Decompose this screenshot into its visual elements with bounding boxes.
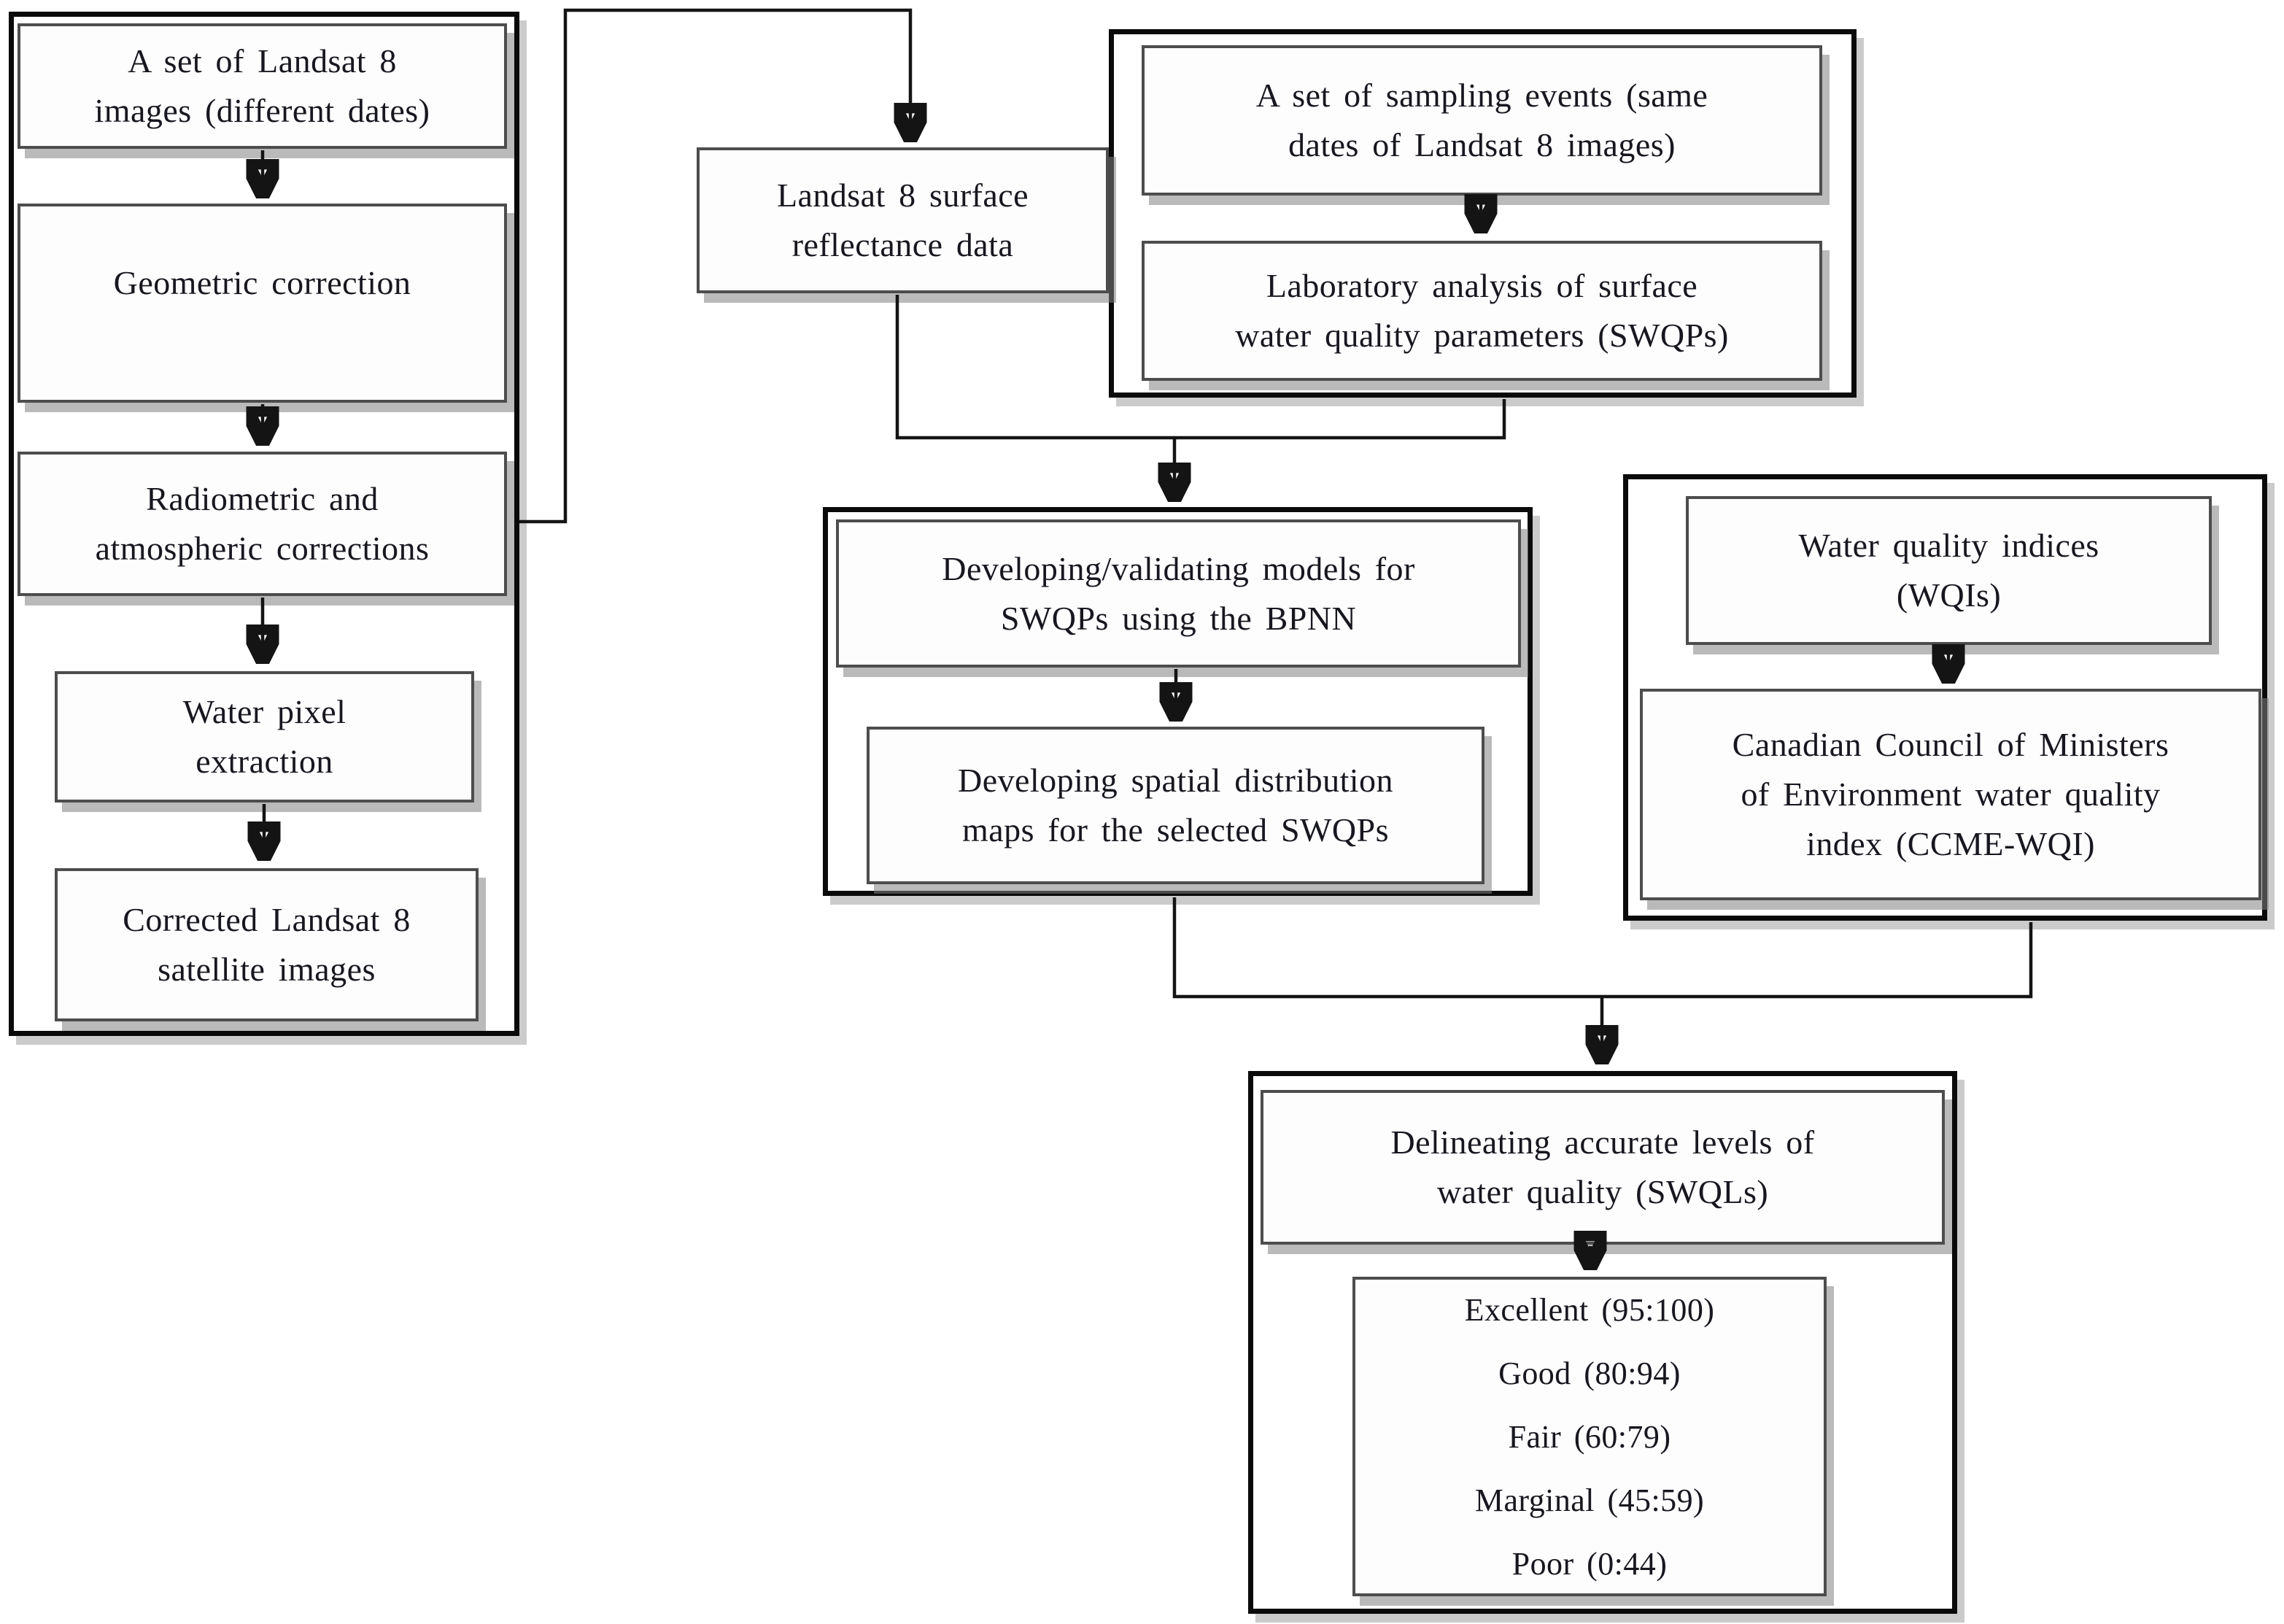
group-quality-levels	[1248, 1071, 1957, 1614]
box-text-line: images (different dates)	[94, 92, 430, 129]
box-text-line: atmospheric corrections	[95, 530, 430, 567]
box-text-line: Landsat 8 surface	[776, 177, 1029, 214]
box-wqi: Water quality indices (WQIs)	[1686, 496, 2212, 645]
box-text-line: extraction	[196, 743, 333, 780]
box-text-line: Developing/validating models for	[942, 549, 1415, 587]
group-landsat-preprocessing	[9, 12, 519, 1036]
box-landsat-images: A set of Landsat 8 images (different dat…	[18, 23, 507, 149]
box-text-line: SWQPs using the BPNN	[1000, 599, 1357, 637]
box-developing-models: Developing/validating models for SWQPs u…	[836, 519, 1521, 668]
quality-level-excellent: Excellent (95:100)	[1464, 1291, 1715, 1328]
box-text-line: index (CCME-WQI)	[1806, 825, 2095, 862]
box-water-pixel-extraction: Water pixel extraction	[55, 671, 474, 803]
quality-level-poor: Poor (0:44)	[1511, 1545, 1668, 1582]
box-text-line: Radiometric and	[146, 480, 379, 517]
box-lab-analysis: Laboratory analysis of surface water qua…	[1142, 241, 1822, 381]
box-text-line: water quality (SWQLs)	[1436, 1173, 1769, 1210]
quality-level-good: Good (80:94)	[1498, 1355, 1681, 1391]
box-text-line: water quality parameters (SWQPs)	[1235, 317, 1729, 354]
box-surface-reflectance: Landsat 8 surface reflectance data	[697, 147, 1109, 293]
box-text-line: Corrected Landsat 8	[123, 901, 411, 938]
box-text-line: of Environment water quality	[1741, 776, 2161, 813]
quality-level-fair: Fair (60:79)	[1508, 1418, 1671, 1455]
box-text-line: A set of sampling events (same	[1255, 77, 1708, 114]
box-delineating-levels: Delineating accurate levels of water qua…	[1261, 1090, 1945, 1245]
box-text-line: maps for the selected SWQPs	[962, 811, 1389, 848]
box-ccme-wqi: Canadian Council of Ministers of Environ…	[1640, 689, 2261, 900]
box-sampling-events: A set of sampling events (same dates of …	[1142, 45, 1822, 196]
box-spatial-maps: Developing spatial distribution maps for…	[867, 727, 1484, 884]
box-text-line: dates of Landsat 8 images)	[1288, 126, 1676, 163]
box-text-line: Developing spatial distribution	[958, 762, 1393, 799]
box-text-line: satellite images	[158, 951, 376, 988]
box-geometric-correction: Geometric correction	[18, 204, 507, 403]
box-text-line: Laboratory analysis of surface	[1266, 267, 1698, 304]
quality-level-marginal: Marginal (45:59)	[1474, 1482, 1705, 1518]
box-text-line: Canadian Council of Ministers	[1732, 726, 2169, 763]
box-text-line: Geometric correction	[113, 263, 411, 301]
box-text-line: Water quality indices	[1798, 527, 2099, 564]
box-quality-levels: Excellent (95:100) Good (80:94) Fair (60…	[1352, 1277, 1827, 1596]
box-text-line: Delineating accurate levels of	[1390, 1124, 1815, 1161]
box-corrected-images: Corrected Landsat 8 satellite images	[55, 868, 479, 1021]
group-modeling	[823, 507, 1533, 896]
box-text-line: (WQIs)	[1896, 576, 2002, 614]
box-text-line: reflectance data	[791, 226, 1014, 263]
box-text-line: A set of Landsat 8	[128, 42, 397, 80]
box-text-line: Water pixel	[182, 693, 347, 730]
box-radiometric-corrections: Radiometric and atmospheric corrections	[18, 452, 507, 596]
